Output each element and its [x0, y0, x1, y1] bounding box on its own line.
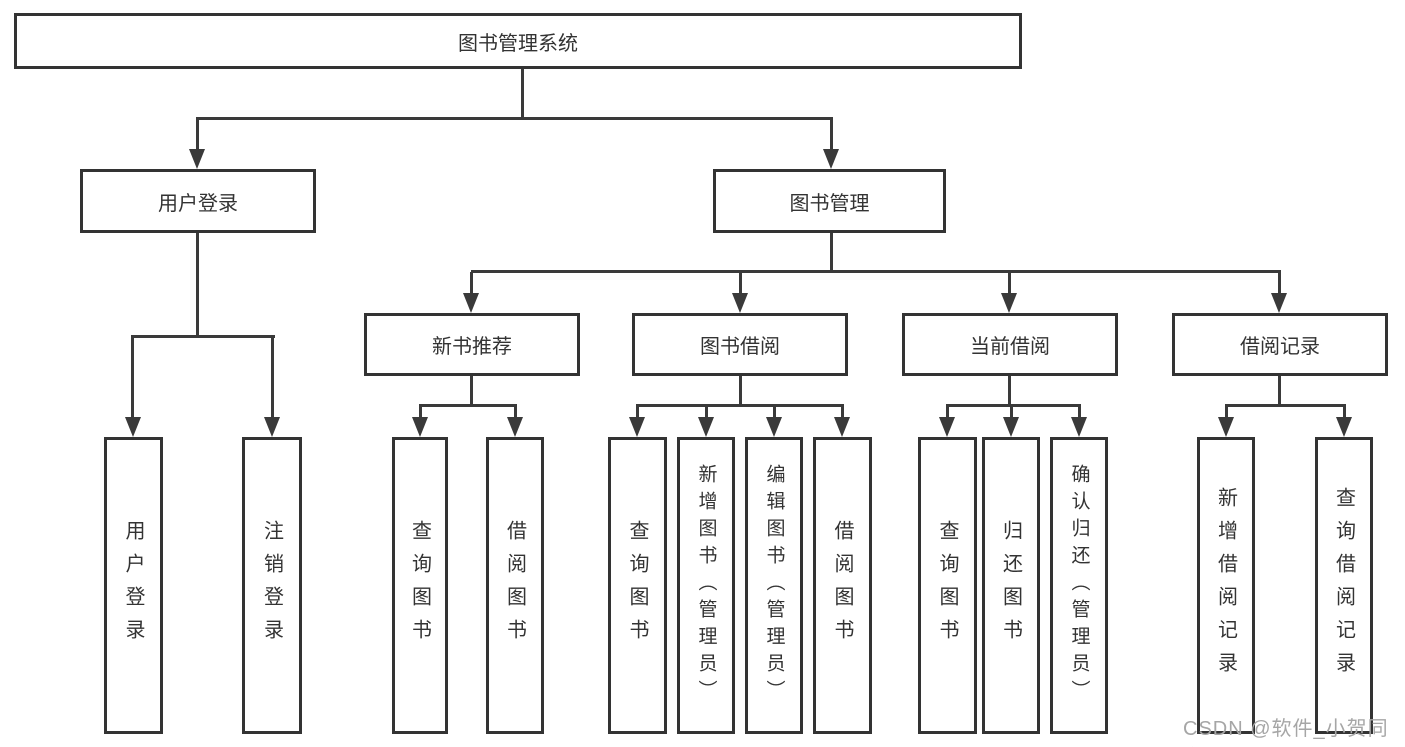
node-leaf-cb-query-books: 查询图书: [918, 437, 977, 734]
node-leaf-bb-borrow-books: 借阅图书: [813, 437, 872, 734]
node-leaf-nbr-borrow-books: 借阅图书: [486, 437, 544, 734]
connector-to-bookborrow: [739, 272, 742, 296]
arrowhead-nbr-query: [412, 417, 428, 437]
node-root: 图书管理系统: [14, 13, 1022, 69]
connector-to-br-query: [1343, 406, 1346, 417]
connector-to-nbr-query: [419, 406, 422, 417]
node-book-borrow: 图书借阅: [632, 313, 848, 376]
node-leaf-cb-return-books: 归还图书: [982, 437, 1040, 734]
connector-bookmgmt-branch: [471, 270, 1281, 273]
node-book-management: 图书管理: [713, 169, 946, 233]
connector-to-newbook: [470, 272, 473, 296]
node-leaf-cb-confirm-return-admin: 确认归还（管理员）: [1050, 437, 1108, 734]
node-borrow-records: 借阅记录: [1172, 313, 1388, 376]
connector-to-cb-confirm: [1078, 406, 1081, 417]
connector-to-cb-query: [946, 406, 949, 417]
connector-to-cb-return: [1010, 406, 1013, 417]
arrowhead-bookborrow: [732, 293, 748, 313]
connector-to-user-login: [196, 117, 199, 151]
arrowhead-cb-query: [939, 417, 955, 437]
connector-userlogin-stem: [196, 233, 199, 337]
node-leaf-br-query-record: 查询借阅记录: [1315, 437, 1373, 734]
arrowhead-currentborrow: [1001, 293, 1017, 313]
arrowhead-cb-confirm: [1071, 417, 1087, 437]
arrowhead-records: [1271, 293, 1287, 313]
connector-to-book-mgmt: [830, 117, 833, 151]
arrowhead-bb-query: [629, 417, 645, 437]
connector-records-branch: [1225, 404, 1346, 407]
arrowhead-bb-edit: [766, 417, 782, 437]
node-new-book-recommend: 新书推荐: [364, 313, 580, 376]
arrowhead-br-query: [1336, 417, 1352, 437]
node-leaf-br-add-record: 新增借阅记录: [1197, 437, 1255, 734]
node-leaf-bb-query-books: 查询图书: [608, 437, 667, 734]
connector-root-stem: [521, 69, 524, 119]
connector-newbook-stem: [470, 376, 473, 406]
connector-to-bb-query: [636, 406, 639, 417]
connector-to-bb-edit: [773, 406, 776, 417]
arrowhead-bb-add: [698, 417, 714, 437]
arrowhead-book-mgmt: [823, 149, 839, 169]
connector-currentborrow-branch: [946, 404, 1081, 407]
connector-records-stem: [1278, 376, 1281, 406]
connector-to-br-add: [1225, 406, 1228, 417]
connector-to-bb-borrow: [841, 406, 844, 417]
node-current-borrow: 当前借阅: [902, 313, 1118, 376]
node-leaf-logout: 注销登录: [242, 437, 302, 734]
node-leaf-user-login: 用户登录: [104, 437, 163, 734]
arrowhead-newbook: [463, 293, 479, 313]
arrowhead-bb-borrow: [834, 417, 850, 437]
arrowhead-nbr-borrow: [507, 417, 523, 437]
node-leaf-bb-add-books-admin: 新增图书（管理员）: [677, 437, 735, 734]
watermark: CSDN @软件_小贺同学: [1183, 718, 1389, 740]
connector-bookborrow-branch: [636, 404, 844, 407]
arrowhead-br-add: [1218, 417, 1234, 437]
connector-bookmgmt-stem: [830, 233, 833, 272]
connector-newbook-branch: [419, 404, 517, 407]
node-leaf-bb-edit-books-admin: 编辑图书（管理员）: [745, 437, 803, 734]
arrowhead-user-login: [189, 149, 205, 169]
node-user-login: 用户登录: [80, 169, 316, 233]
connector-to-nbr-borrow: [514, 406, 517, 417]
arrowhead-logout: [264, 417, 280, 437]
node-leaf-nbr-query-books: 查询图书: [392, 437, 448, 734]
connector-to-records: [1278, 272, 1281, 296]
connector-bookborrow-stem: [739, 376, 742, 406]
arrowhead-cb-return: [1003, 417, 1019, 437]
connector-to-currentborrow: [1008, 272, 1011, 296]
arrowhead-login: [125, 417, 141, 437]
connector-userlogin-branch: [131, 335, 275, 338]
connector-to-logout: [271, 337, 274, 417]
connector-root-branch: [196, 117, 833, 120]
connector-to-bb-add: [705, 406, 708, 417]
connector-to-login: [131, 337, 134, 417]
connector-currentborrow-stem: [1008, 376, 1011, 406]
